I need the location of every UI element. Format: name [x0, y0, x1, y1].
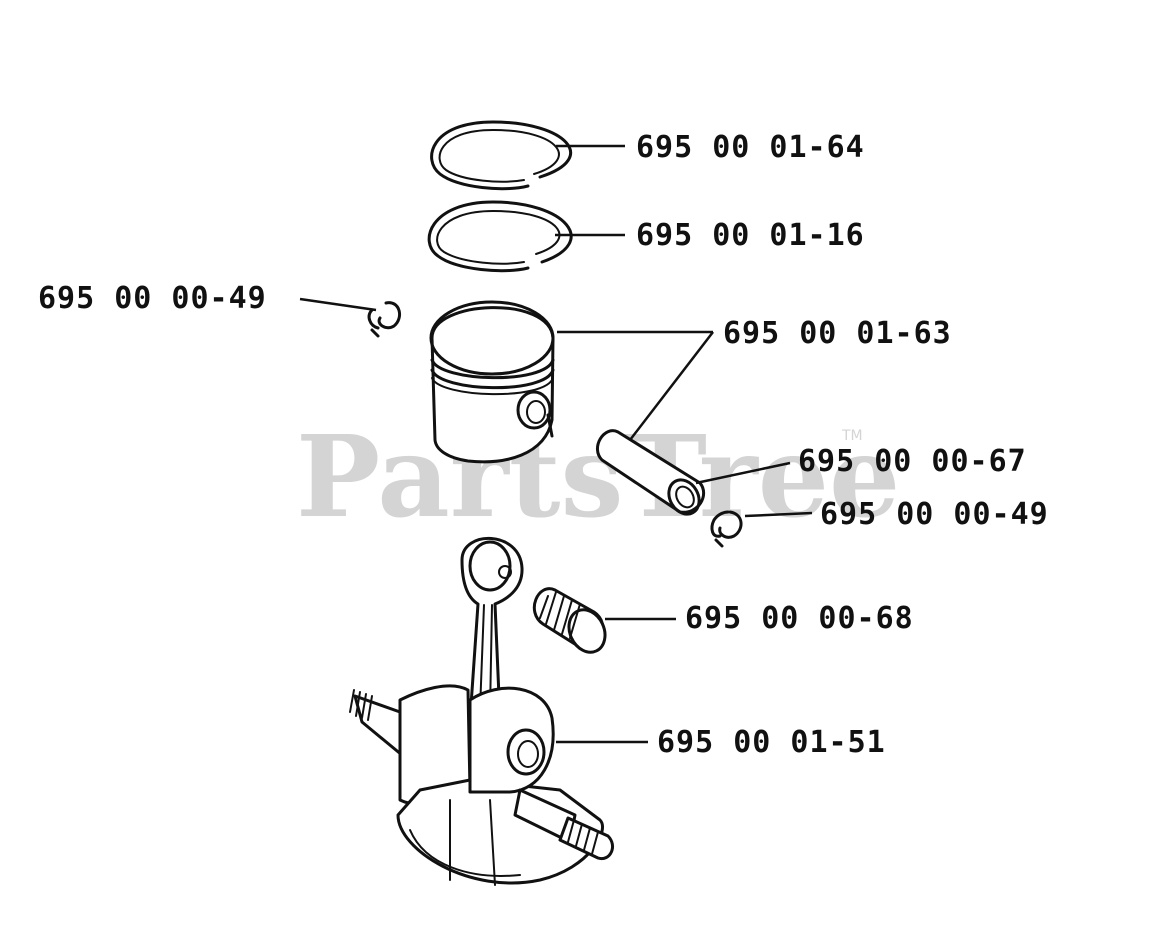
circlip-right-drawing[interactable]	[710, 510, 743, 548]
piston-drawing[interactable]	[429, 300, 555, 464]
watermark-text: PartsTree	[296, 412, 900, 543]
compression-ring-drawing[interactable]	[430, 120, 573, 191]
callout-piston-ring[interactable]: 695 00 01-16	[636, 218, 865, 253]
callout-piston-pin[interactable]: 695 00 00-67	[798, 444, 1027, 479]
leader-piston-to-pin	[629, 331, 714, 441]
callout-circlip-left[interactable]: 695 00 00-49	[38, 281, 267, 316]
leader-piston-pin	[695, 461, 791, 485]
callout-needle-bearing[interactable]: 695 00 00-68	[685, 601, 914, 636]
watermark-trademark: TM	[841, 428, 863, 444]
piston-ring-drawing[interactable]	[427, 200, 573, 273]
crankshaft-drawing[interactable]	[349, 537, 614, 886]
callout-circlip-right[interactable]: 695 00 00-49	[820, 497, 1049, 532]
piston-pin-drawing[interactable]	[595, 429, 706, 520]
leader-circlip-left	[299, 297, 377, 312]
circlip-left-drawing[interactable]	[367, 301, 402, 338]
callout-crankshaft[interactable]: 695 00 01-51	[657, 725, 886, 760]
callout-compression-ring[interactable]: 695 00 01-64	[636, 130, 865, 165]
needle-bearing-drawing[interactable]	[532, 587, 611, 658]
callout-piston[interactable]: 695 00 01-63	[723, 316, 952, 351]
leader-circlip-right	[744, 511, 813, 518]
